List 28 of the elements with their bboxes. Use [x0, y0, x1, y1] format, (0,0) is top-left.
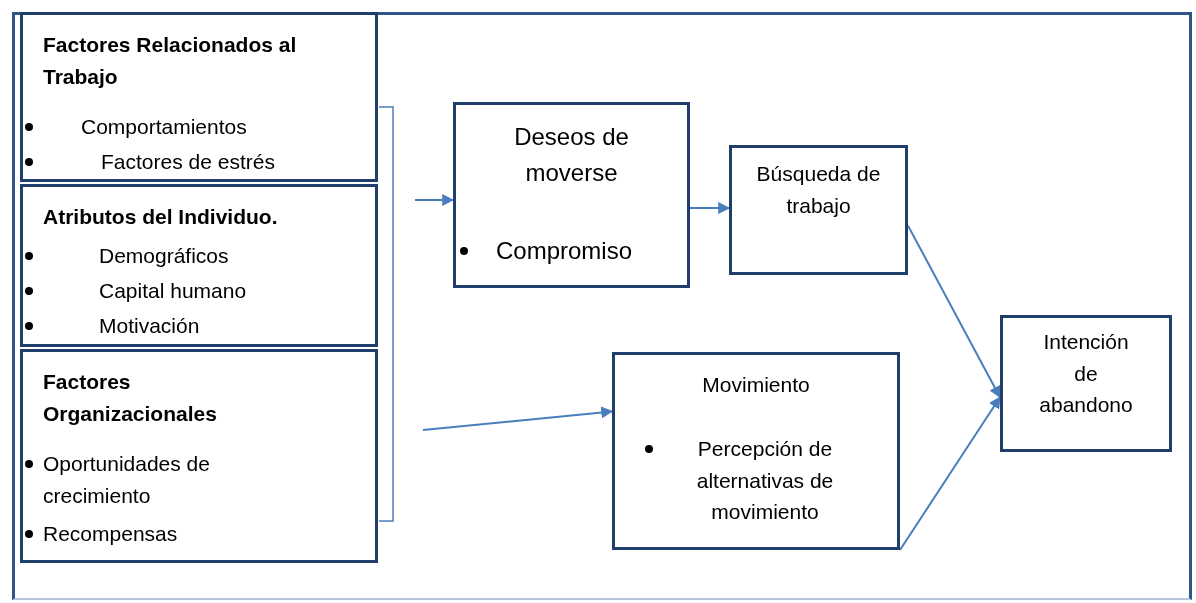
- arrow: [422, 406, 614, 431]
- arrow: [907, 224, 1001, 399]
- text-box: [729, 145, 908, 275]
- text-box: [453, 102, 690, 288]
- label: Búsqueda de trabajo: [755, 161, 882, 219]
- text-box: [20, 349, 378, 563]
- bullet-item: Comportamientos: [81, 114, 248, 140]
- label: Intención de abandono: [1038, 329, 1134, 418]
- arrow: [689, 202, 731, 215]
- bullet-item: Oportunidades de crecimiento: [43, 451, 211, 509]
- bullet-item: Motivación: [99, 313, 201, 339]
- arrow: [414, 194, 455, 206]
- heading: Factores Organizacionales: [43, 369, 218, 427]
- heading: Atributos del Individuo.: [43, 204, 279, 230]
- arrow: [899, 396, 1001, 551]
- bullet-item: Percepción de alternativas de movimiento: [695, 436, 835, 525]
- label: Deseos de moverse: [513, 122, 630, 188]
- bullet-item: Capital humano: [99, 278, 248, 304]
- bullet-item: Demográficos: [99, 243, 230, 269]
- label: Movimiento: [701, 372, 811, 398]
- text-box: [20, 12, 378, 182]
- bullet-item: Compromiso: [496, 236, 634, 266]
- text-box: [1000, 315, 1172, 452]
- bullet-item: Factores de estrés: [101, 149, 276, 175]
- heading: Factores Relacionados al Trabajo: [43, 32, 298, 90]
- text-box: [612, 352, 900, 550]
- bullet-item: Recompensas: [43, 521, 179, 547]
- text-box: [20, 184, 378, 347]
